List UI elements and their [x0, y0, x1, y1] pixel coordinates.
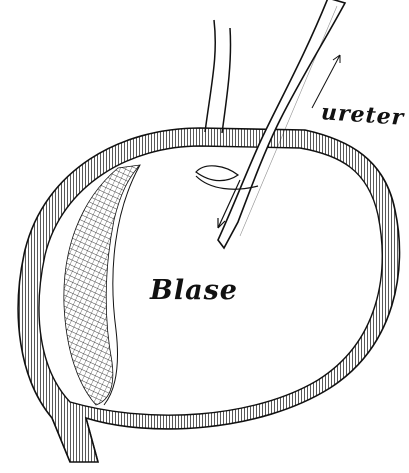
vessel-tube — [205, 20, 231, 133]
bladder-label: Blase — [150, 275, 238, 306]
